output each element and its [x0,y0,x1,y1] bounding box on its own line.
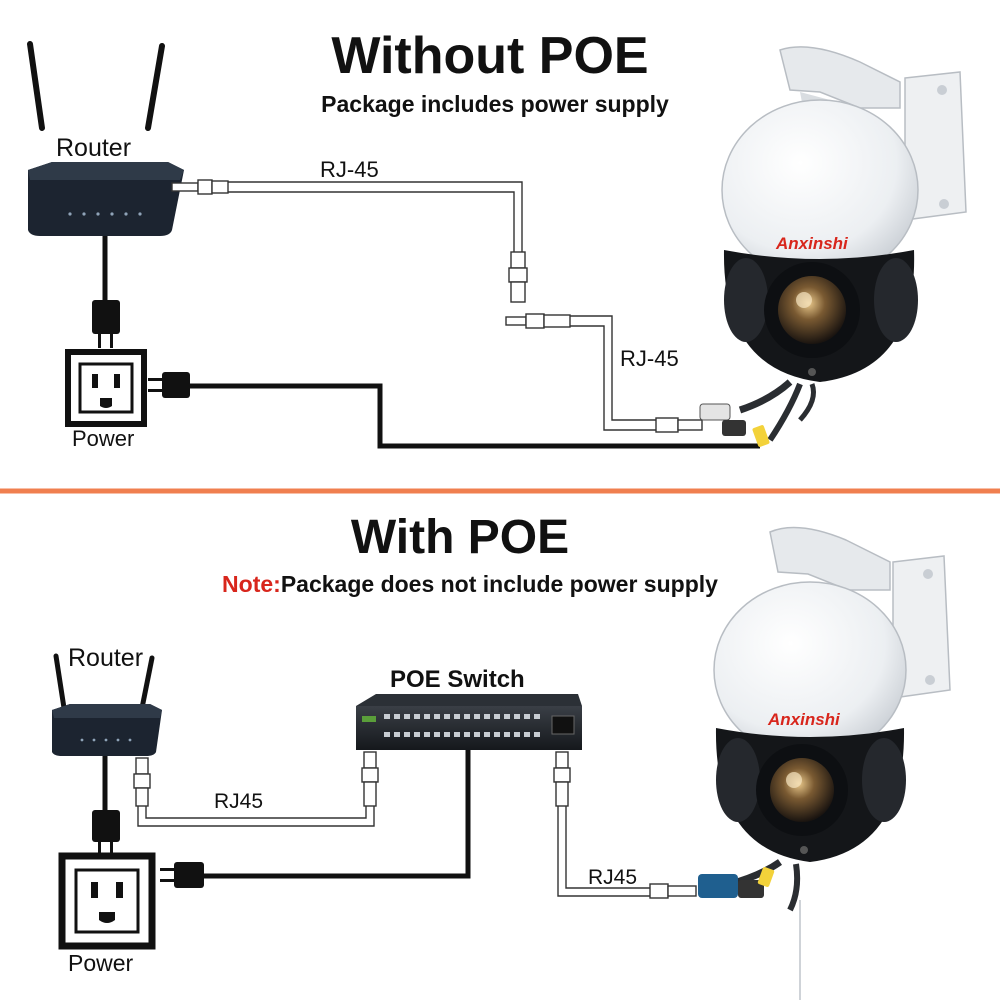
rj45-cable-label: RJ-45 [620,346,679,371]
router-icon [52,653,162,756]
power-outlet-icon [65,349,147,427]
ptz-camera-icon [698,526,951,1000]
rj45-cable-label: RJ-45 [320,157,379,182]
power-outlet-icon [58,852,156,950]
router-label: Router [68,644,144,672]
camera-brand-logo: Anxinshi [776,234,848,253]
power-adapter-icon [92,300,120,348]
router-label: Router [56,134,132,162]
camera-power-adapter-icon [148,372,190,398]
rj45-coupler-icon [508,251,528,303]
rj45-cable-switch-camera [557,806,650,897]
rj45-cable-label: RJ45 [214,790,264,813]
camera-power-cable [190,383,760,449]
rj45-cable-router-switch [137,806,375,827]
section-subtitle-with-poe: Note:Package does not include power supp… [120,570,820,598]
rj45-connector-icon [133,751,379,807]
rj45-connector-icon [553,751,697,899]
power-label: Power [72,426,135,451]
router-icon [27,41,184,236]
poe-switch-label: POE Switch [390,666,525,693]
section-subtitle-without-poe: Package includes power supply [321,91,669,117]
power-label: Power [68,950,134,976]
poe-switch-icon [356,694,582,750]
section-title-without-poe: Without POE [331,27,649,85]
ptz-camera-icon [699,46,967,447]
rj45-cable-camera [570,315,656,431]
power-adapter-icon [92,810,120,854]
rj45-cable-label: RJ45 [588,866,638,889]
section-title-with-poe: With POE [350,511,570,564]
rj45-cable-top [228,181,523,252]
note-text: Package does not include power supply [280,571,718,597]
rj45-connector-icon [505,313,703,433]
camera-brand-logo: Anxinshi [768,710,840,729]
switch-power-adapter-icon [160,862,204,888]
rj45-connector-icon [171,179,229,195]
switch-power-cable [204,748,471,879]
note-prefix: Note: [222,571,281,597]
